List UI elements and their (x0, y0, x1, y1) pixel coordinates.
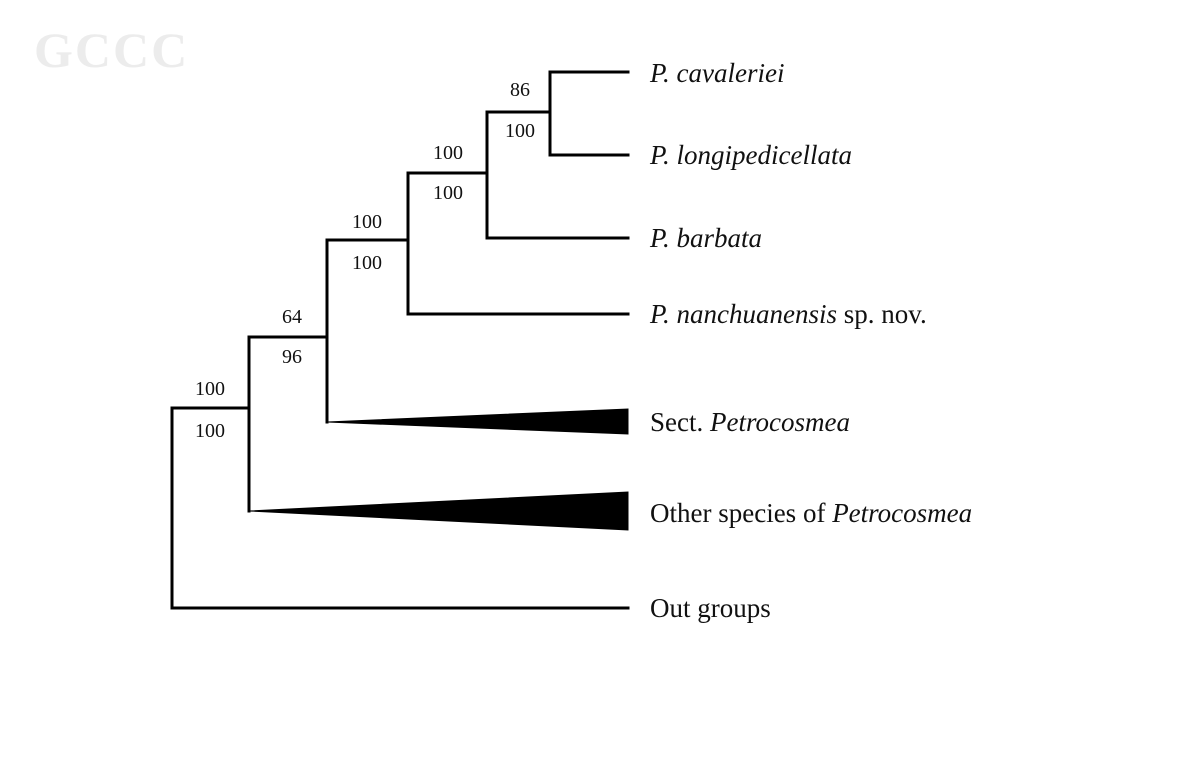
support-top-node-sect: 64 (282, 306, 302, 328)
support-bottom-node-nanchuanensis: 100 (352, 252, 382, 274)
taxon-nanchuanensis-italic: P. nanchuanensis (649, 299, 837, 329)
tree-branches (170, 70, 630, 610)
taxon-labels: P. cavaleriei P. longipedicellata P. bar… (649, 58, 972, 623)
branch-node-nanchuanensis (406, 171, 630, 316)
taxon-sect-prefix: Sect. (650, 407, 710, 437)
taxon-label-other-species: Other species of Petrocosmea (650, 498, 972, 528)
taxon-other-italic: Petrocosmea (831, 498, 972, 528)
branch-root (170, 406, 630, 610)
taxon-label-longipedicellata: P. longipedicellata (649, 140, 852, 170)
branch-node-64 (247, 335, 329, 513)
support-top-node-barbata: 100 (433, 142, 463, 164)
collapsed-clade-sect-petrocosmea (326, 408, 629, 435)
support-bottom-node-barbata: 100 (433, 182, 463, 204)
taxon-label-nanchuanensis: P. nanchuanensis sp. nov. (649, 299, 927, 329)
support-top-node-nanchuanensis: 100 (352, 211, 382, 233)
taxon-barbata-italic: P. barbata (649, 223, 762, 253)
taxon-label-cavaleriei: P. cavaleriei (649, 58, 784, 88)
watermark-logo: GCCC (34, 22, 189, 78)
taxon-label-sect-petrocosmea: Sect. Petrocosmea (650, 407, 850, 437)
support-top-node-cavaleriei: 86 (510, 79, 530, 101)
taxon-label-barbata: P. barbata (649, 223, 762, 253)
taxon-longipedicellata-italic: P. longipedicellata (649, 140, 852, 170)
support-bottom-root: 100 (195, 420, 225, 442)
branch-node-cavaleriei (548, 70, 630, 157)
support-bottom-node-cavaleriei: 100 (505, 120, 535, 142)
taxon-sect-italic: Petrocosmea (709, 407, 850, 437)
taxon-cavaleriei-italic: P. cavaleriei (649, 58, 784, 88)
branch-node-sect (325, 238, 410, 424)
taxon-other-prefix: Other species of (650, 498, 832, 528)
support-bottom-node-sect: 96 (282, 346, 302, 368)
taxon-nanchuanensis-suffix: sp. nov. (837, 299, 927, 329)
support-values: 86 100 100 100 100 100 64 96 100 100 (195, 79, 535, 442)
collapsed-clade-other-species (248, 491, 629, 531)
support-top-root: 100 (195, 378, 225, 400)
branch-node-barbata (485, 110, 630, 240)
taxon-label-outgroups: Out groups (650, 593, 771, 623)
